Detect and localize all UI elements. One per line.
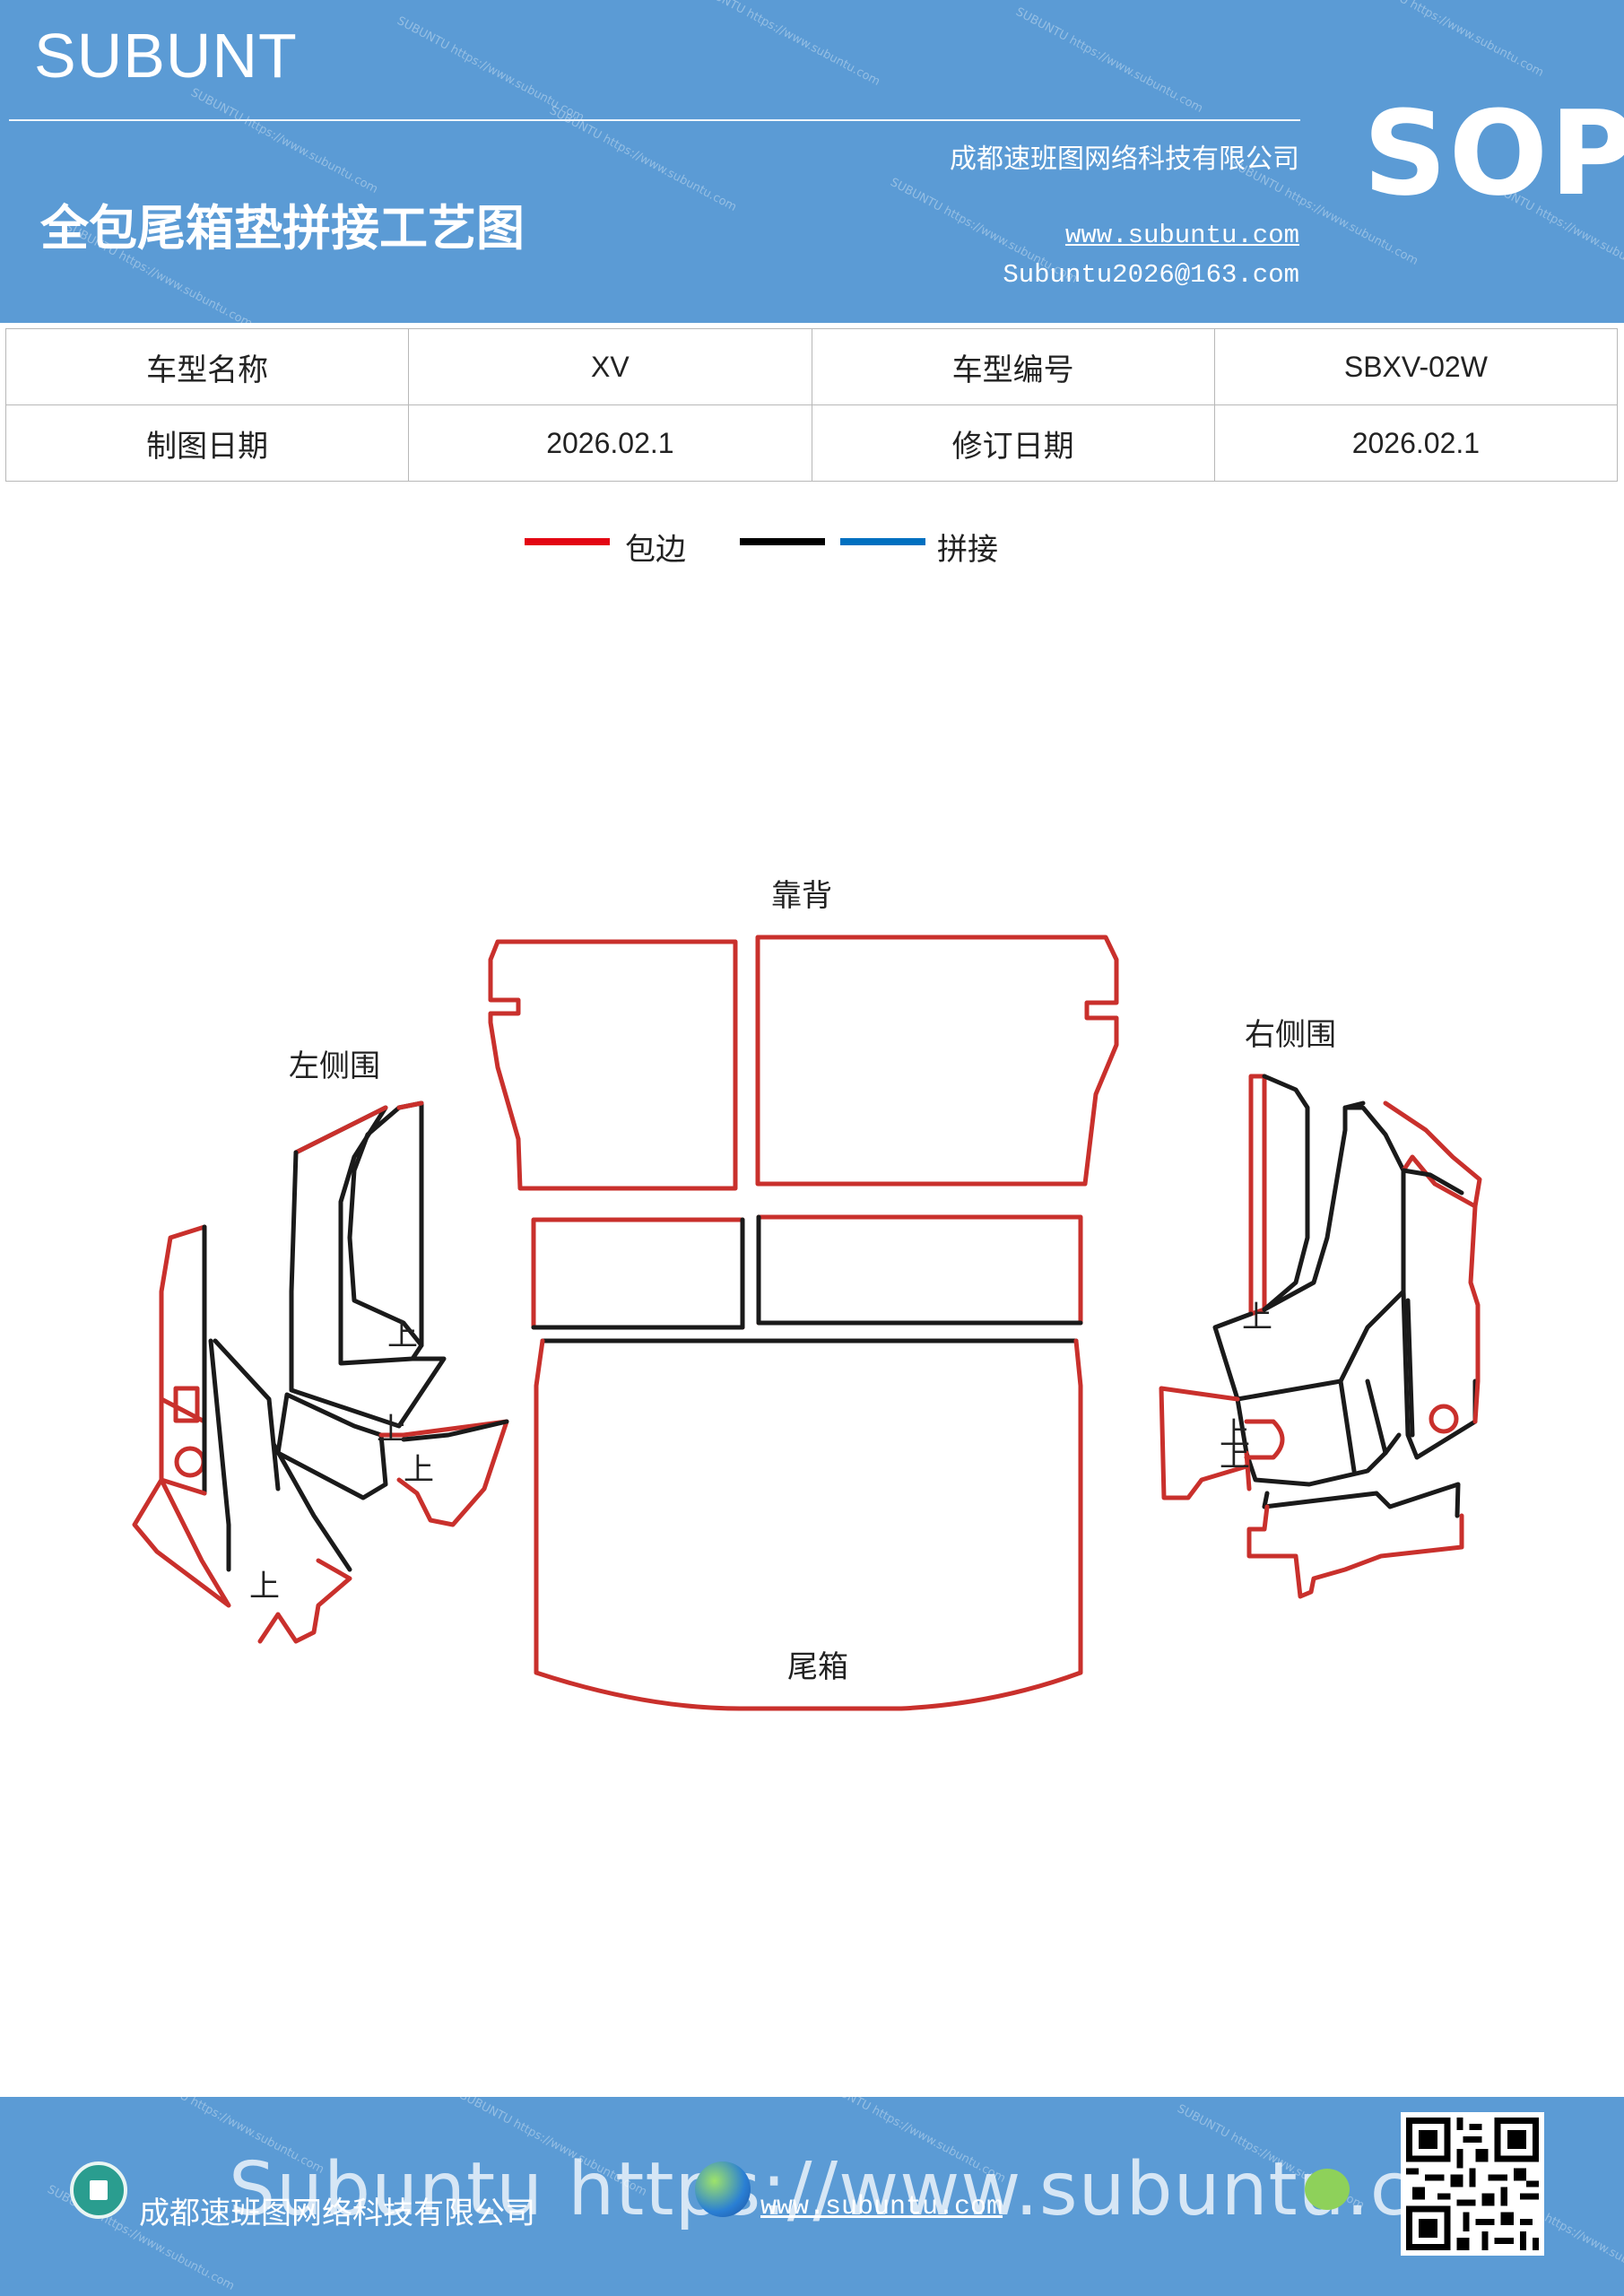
company-building-icon (70, 2161, 127, 2219)
watermark: SUBUNTU https://www.subuntu.com (1013, 4, 1205, 117)
sop-badge: SOP (1363, 85, 1624, 222)
watermark: SUBUNTU https://www.subuntu.com (690, 0, 882, 90)
label-up: 上 (1220, 1439, 1250, 1474)
footer-banner: SUBUNTU https://www.subuntu.com SUBUNTU … (0, 2097, 1624, 2296)
qr-code (1401, 2112, 1544, 2256)
label-right-side: 右侧围 (1245, 1017, 1336, 1053)
table-value: 2026.02.1 (408, 404, 812, 482)
watermark: SUBUNTU https://www.subuntu.com (188, 85, 380, 197)
legend-swatch-edge (525, 538, 610, 545)
brand-logo-text: SUBUNT (34, 21, 298, 91)
middle-left-panel (531, 1217, 745, 1330)
label-up: 上 (1220, 1416, 1250, 1452)
splicing-diagram: 靠背 左侧围 右侧围 尾箱 (132, 878, 1482, 1711)
website-link[interactable]: www.subuntu.com (1064, 221, 1299, 250)
footer-company-name: 成都速班图网络科技有限公司 (139, 2196, 535, 2231)
table-row: 制图日期 2026.02.1 修订日期 2026.02.1 (4, 404, 1619, 482)
globe-icon (695, 2161, 751, 2217)
label-up: 上 (387, 1318, 418, 1353)
company-name: 成都速班图网络科技有限公司 (950, 144, 1299, 175)
table-row: 车型名称 XV 车型编号 SBXV-02W (4, 328, 1619, 405)
label-trunk: 尾箱 (787, 1649, 848, 1685)
legend-swatch-black (740, 538, 825, 545)
header-banner: SUBUNTU https://www.subuntu.com SUBUNTU … (0, 0, 1624, 323)
label-up: 上 (249, 1569, 280, 1605)
page-title: 全包尾箱垫拼接工艺图 (40, 200, 525, 257)
table-value: SBXV-02W (1213, 328, 1619, 405)
legend-swatch-seam (840, 538, 925, 545)
right-side-pieces: 上 上 上 (1159, 1074, 1482, 1599)
table-value: 2026.02.1 (1213, 404, 1619, 482)
backrest-left-panel (488, 939, 738, 1191)
trunk-panel (534, 1338, 1083, 1711)
legend: 包边 拼接 (0, 525, 1624, 570)
table-label: 制图日期 (4, 404, 410, 482)
legend-label-edge: 包边 (625, 532, 686, 568)
label-up: 上 (1242, 1300, 1272, 1335)
table-value: XV (408, 328, 812, 405)
table-label: 车型名称 (4, 328, 410, 405)
footer-website-link[interactable]: www.subuntu.com (760, 2192, 1003, 2222)
table-label: 修订日期 (811, 404, 1215, 482)
middle-right-panel (756, 1214, 1083, 1326)
backrest-right-panel (755, 935, 1119, 1187)
label-backrest: 靠背 (771, 878, 832, 914)
label-up: 上 (377, 1412, 407, 1448)
label-up: 上 (404, 1452, 434, 1488)
left-side-pieces: 上 上 上 上 (132, 1100, 509, 1644)
table-label: 车型编号 (811, 328, 1215, 405)
email-address: Subuntu2026@163.com (1003, 260, 1299, 290)
wechat-icon (1305, 2169, 1350, 2210)
watermark: SUBUNTU https://www.subuntu.com (1354, 0, 1546, 81)
label-left-side: 左侧围 (289, 1048, 380, 1084)
legend-label-seam: 拼接 (937, 532, 998, 568)
vehicle-info-table: 车型名称 XV 车型编号 SBXV-02W 制图日期 2026.02.1 修订日… (4, 328, 1619, 482)
header-divider (9, 119, 1300, 121)
